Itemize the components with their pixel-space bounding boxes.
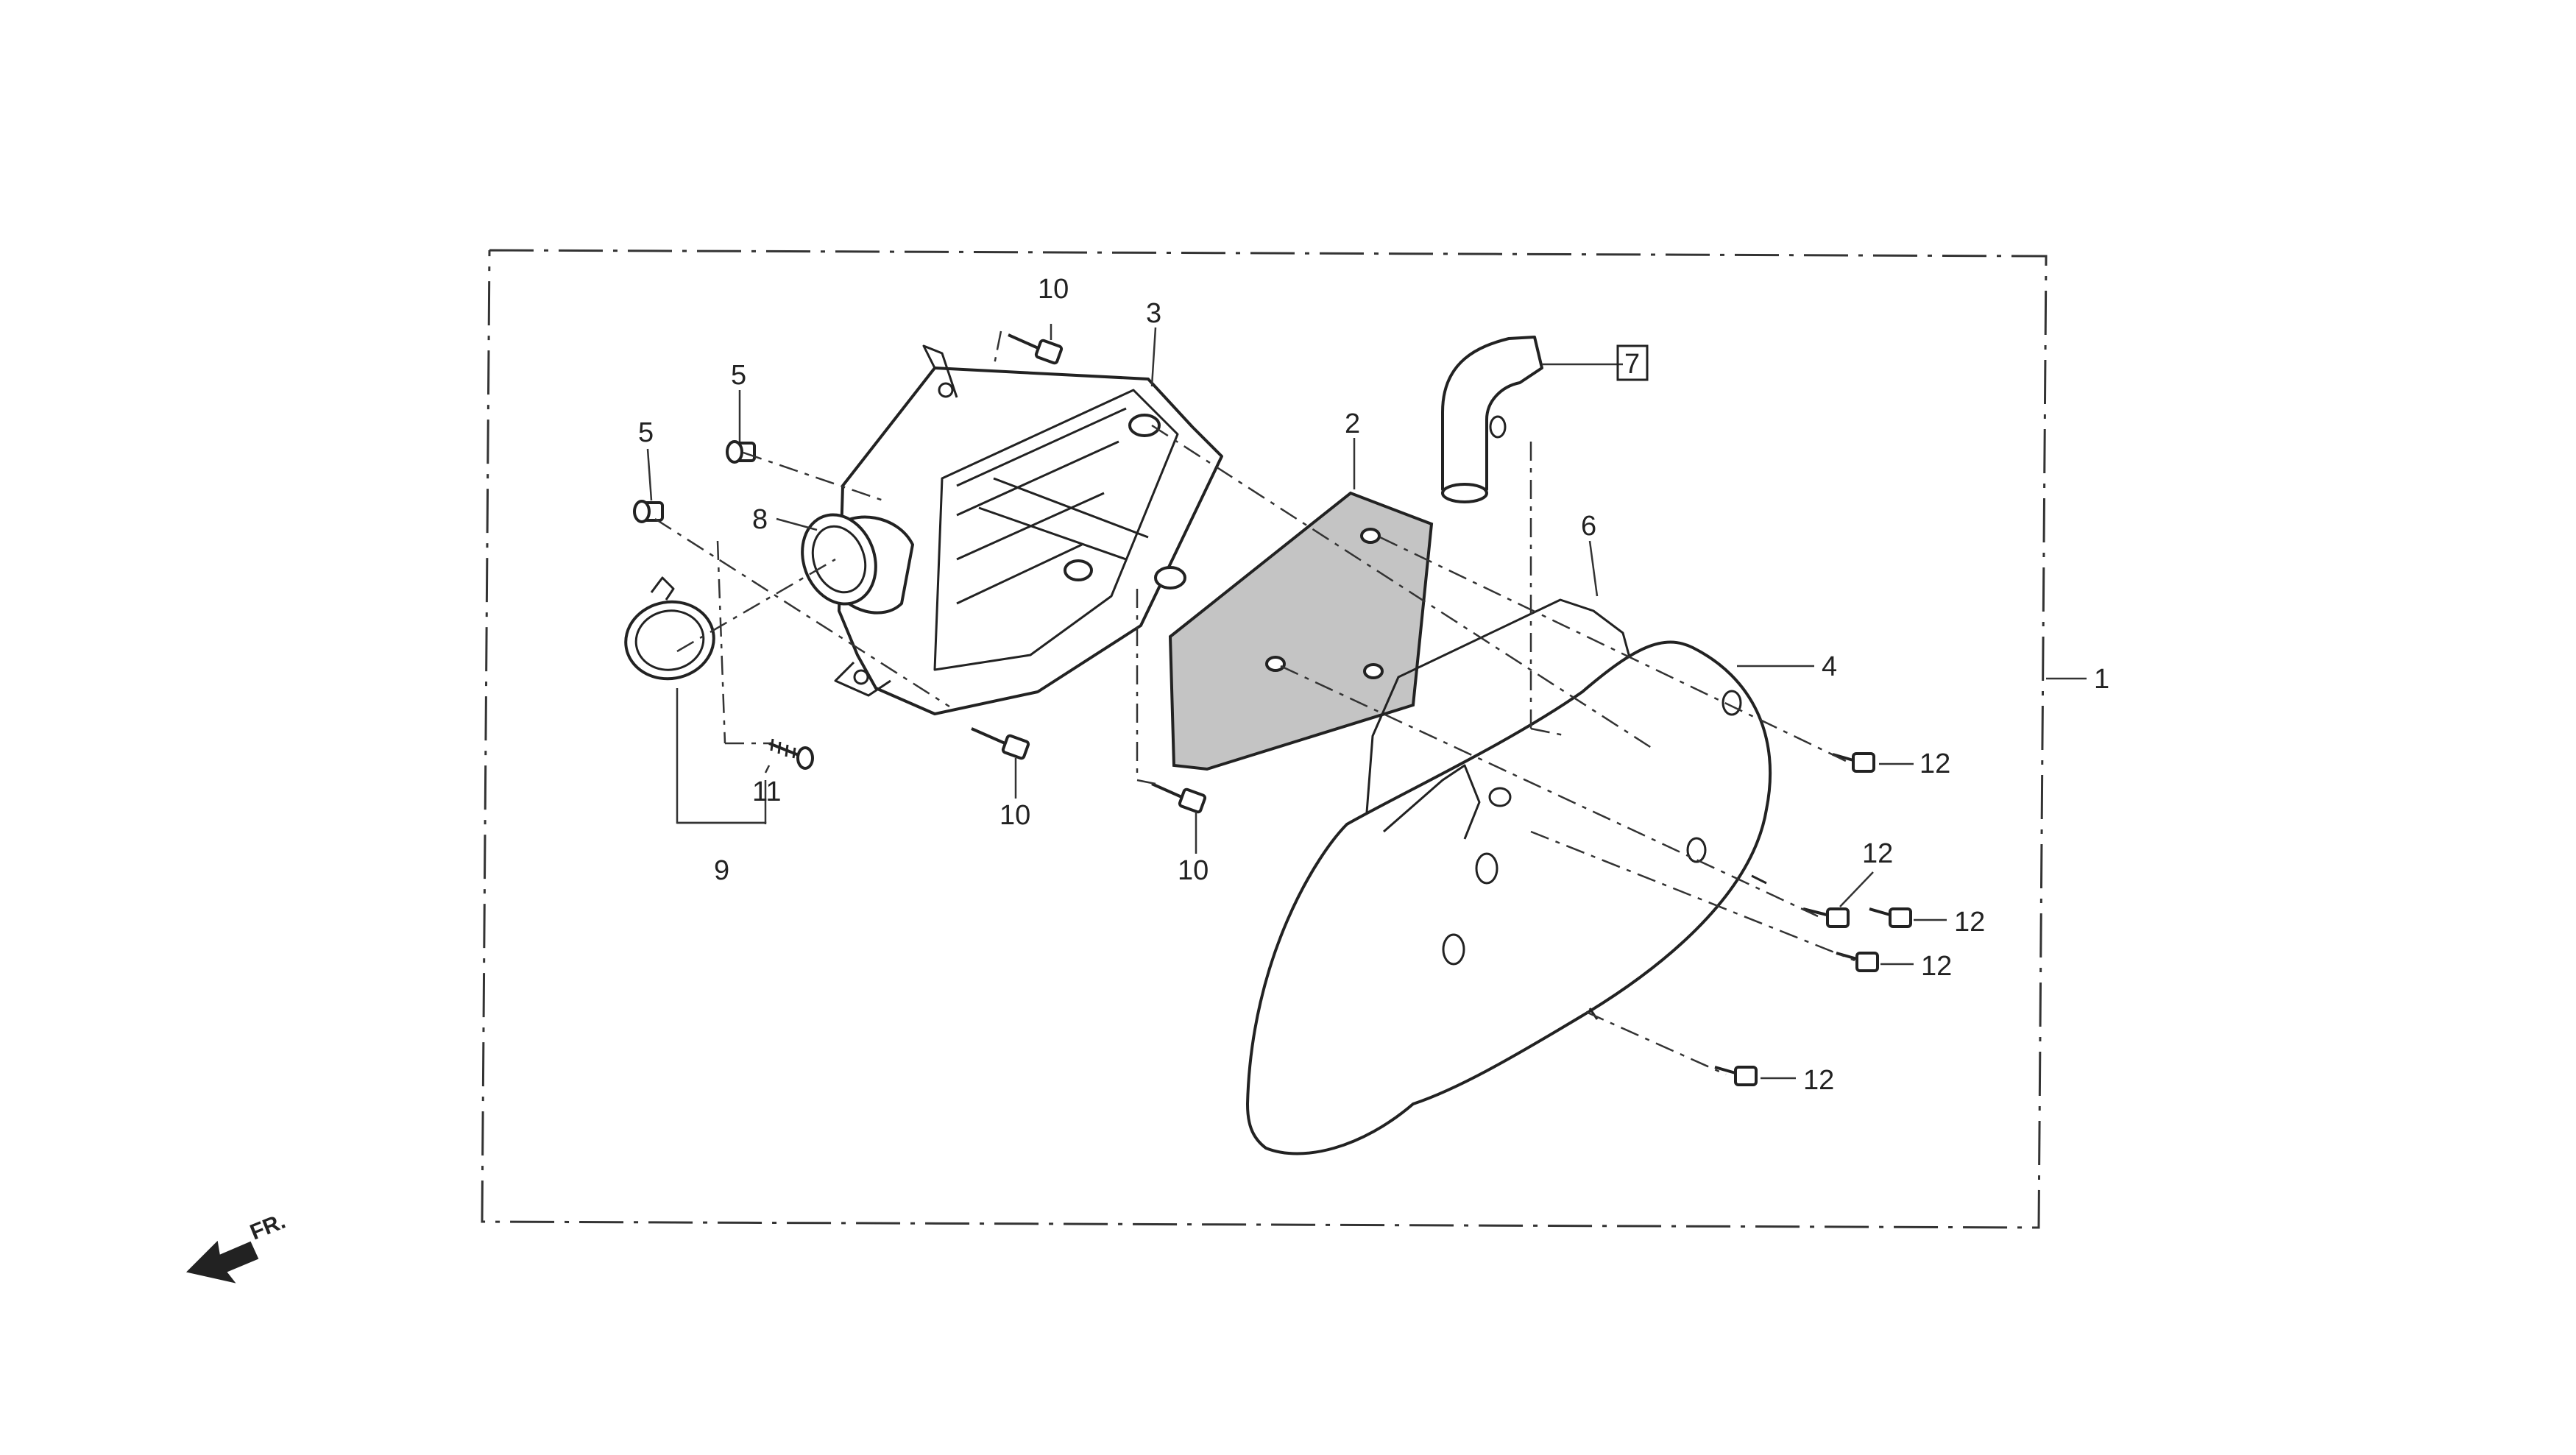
screw-11 [768, 738, 814, 770]
callout-9: 9 [714, 855, 729, 886]
callout-7: 7 [1624, 349, 1640, 380]
hose-band [624, 576, 715, 681]
collar-5-lower [633, 500, 664, 523]
drain-tube [1441, 336, 1543, 503]
bolt-12-b [1802, 907, 1850, 928]
front-label: FR. [247, 1209, 289, 1245]
assembly-frame [481, 249, 2048, 1229]
callout-1: 1 [2094, 664, 2109, 695]
callout-10-top: 10 [1038, 274, 1069, 305]
bolt-12-a [1832, 752, 1875, 773]
inlet-tube [801, 513, 914, 615]
callout-11: 11 [752, 776, 781, 807]
air-cleaner-case [834, 344, 1223, 715]
callout-2: 2 [1345, 408, 1360, 439]
callout-12-c: 12 [1954, 907, 1985, 938]
callout-12-a: 12 [1919, 748, 1950, 779]
front-direction-indicator: FR. [186, 1209, 289, 1284]
callout-12-e: 12 [1803, 1065, 1834, 1096]
callout-7-box [1616, 344, 1649, 381]
callout-10-lower: 10 [1178, 855, 1209, 886]
collar-5-upper [726, 440, 756, 464]
bolt-12-e [1714, 1066, 1758, 1086]
callout-3: 3 [1146, 298, 1161, 329]
callout-5-lower: 5 [638, 417, 654, 448]
callout-12-d: 12 [1921, 951, 1952, 982]
callout-10-middle: 10 [999, 800, 1030, 831]
air-cleaner-element [1168, 491, 1434, 771]
callout-6: 6 [1581, 511, 1596, 542]
front-arrow-icon [186, 1240, 259, 1284]
air-cleaner-cover [1246, 640, 1772, 1155]
callout-8: 8 [752, 504, 768, 535]
bolt-10-top [1008, 333, 1064, 365]
bolt-10-middle [971, 727, 1030, 760]
alignment-lines [654, 330, 1855, 1076]
leader-lines [646, 324, 1947, 1080]
bolt-12-c [1869, 907, 1912, 928]
bolt-10-lower [1151, 782, 1207, 814]
callout-5-upper: 5 [731, 360, 746, 391]
callout-12-b: 12 [1862, 838, 1893, 869]
callout-4: 4 [1822, 651, 1837, 682]
